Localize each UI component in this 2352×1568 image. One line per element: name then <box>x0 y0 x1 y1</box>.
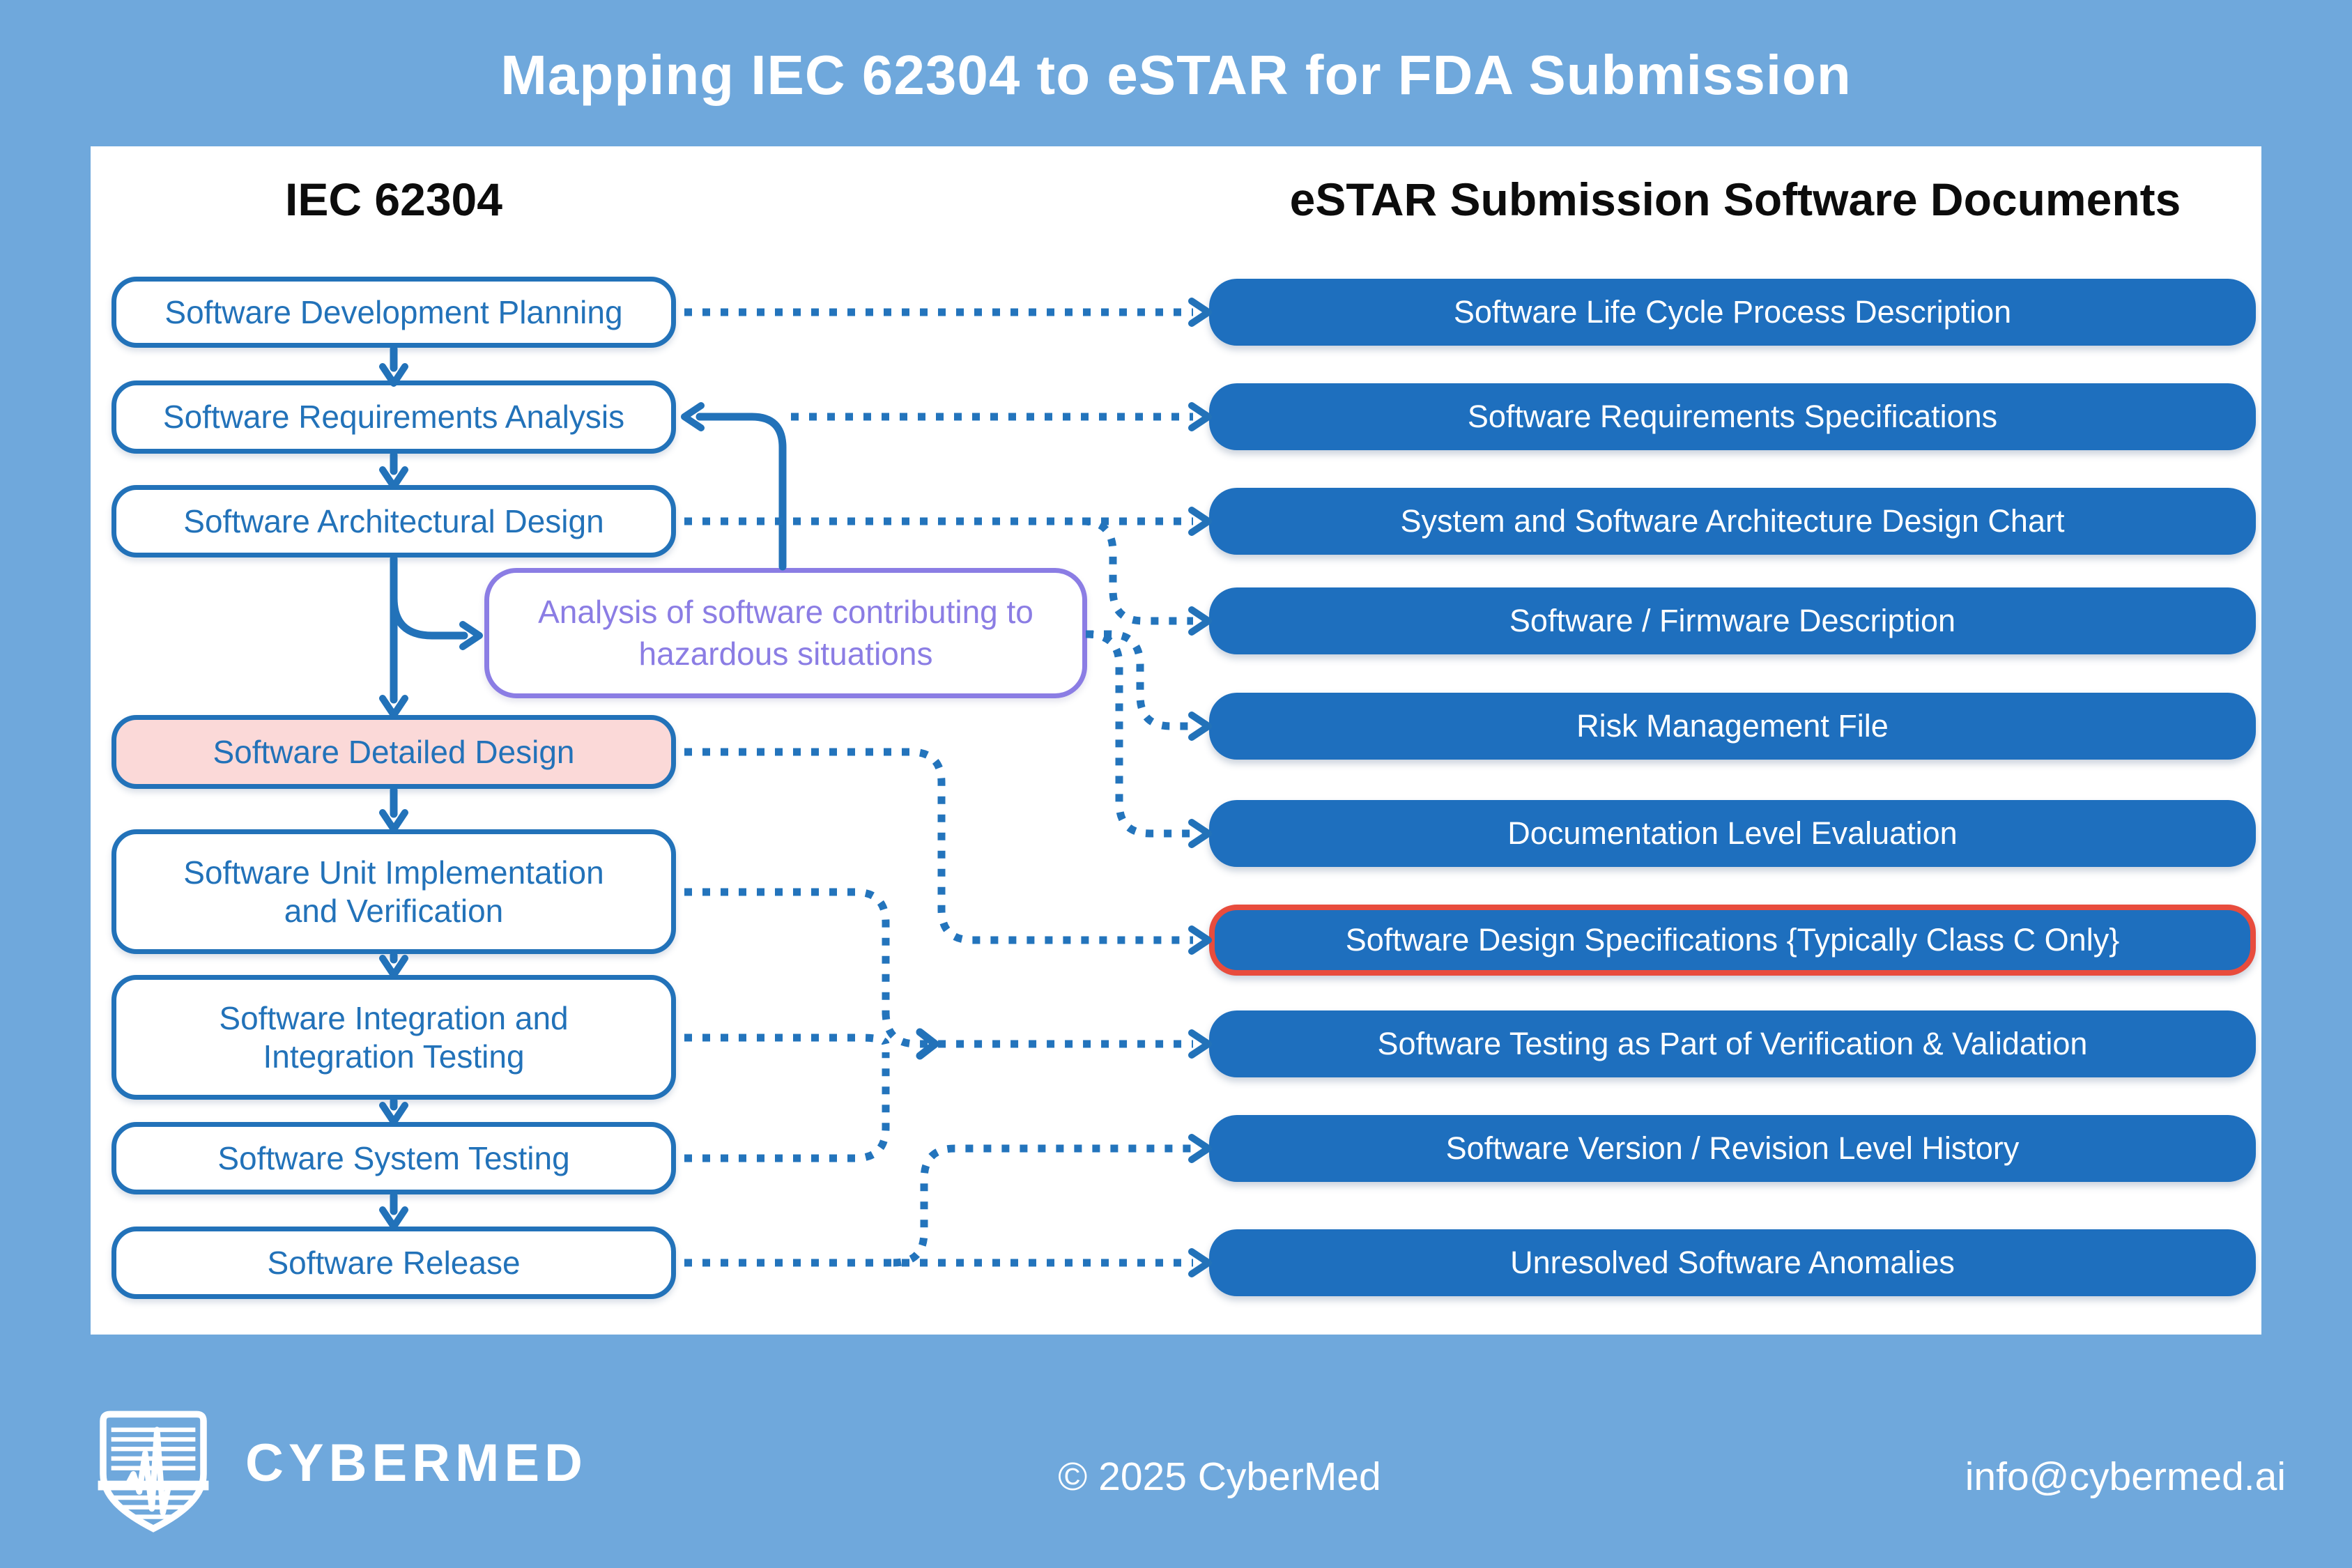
flow-box-label: Software Integration and Integration Tes… <box>219 1000 569 1075</box>
flow-box-software-architectural-design: Software Architectural Design <box>112 485 676 558</box>
flow-box-hazard-analysis: Analysis of software contributing to haz… <box>484 568 1087 698</box>
doc-box-label: Software Life Cycle Process Description <box>1453 294 2012 330</box>
flow-box-label: Analysis of software contributing to haz… <box>538 593 1033 672</box>
page-title: Mapping IEC 62304 to eSTAR for FDA Submi… <box>500 44 1852 106</box>
doc-box-label: Software / Firmware Description <box>1509 603 1956 638</box>
flow-box-label: Software System Testing <box>217 1139 570 1176</box>
doc-box-label: Risk Management File <box>1576 708 1889 744</box>
doc-box-unresolved-software-anomalies: Unresolved Software Anomalies <box>1209 1229 2256 1296</box>
flow-box-label: Software Development Planning <box>164 293 623 330</box>
shield-ekg-icon <box>98 1411 209 1532</box>
doc-box-documentation-level-evaluation: Documentation Level Evaluation <box>1209 800 2256 867</box>
doc-box-label: Unresolved Software Anomalies <box>1510 1245 1955 1280</box>
flow-box-label: Software Requirements Analysis <box>162 399 625 436</box>
flow-box-label: Software Architectural Design <box>183 502 604 539</box>
flow-box-software-development-planning: Software Development Planning <box>112 277 676 348</box>
left-column-header: IEC 62304 <box>285 174 502 225</box>
doc-box-version-revision-history: Software Version / Revision Level Histor… <box>1209 1115 2256 1182</box>
contact-email: info@cybermed.ai <box>1965 1454 2286 1499</box>
doc-box-label: Software Version / Revision Level Histor… <box>1445 1130 2020 1166</box>
flow-box-software-integration-testing: Software Integration and Integration Tes… <box>112 975 676 1100</box>
brand-wordmark: CYBERMED <box>245 1434 587 1493</box>
doc-box-software-design-specifications: Software Design Specifications {Typicall… <box>1209 905 2256 976</box>
flow-box-software-unit-implementation: Software Unit Implementation and Verific… <box>112 829 676 954</box>
flow-box-software-detailed-design: Software Detailed Design <box>112 715 676 789</box>
doc-box-software-firmware-description: Software / Firmware Description <box>1209 587 2256 654</box>
doc-box-requirements-specifications: Software Requirements Specifications <box>1209 383 2256 450</box>
doc-box-software-testing-v-and-v: Software Testing as Part of Verification… <box>1209 1010 2256 1077</box>
doc-box-risk-management-file: Risk Management File <box>1209 693 2256 760</box>
doc-box-life-cycle-process-description: Software Life Cycle Process Description <box>1209 279 2256 346</box>
doc-box-label: System and Software Architecture Design … <box>1400 503 2065 539</box>
right-column-header: eSTAR Submission Software Documents <box>1289 174 2181 225</box>
doc-box-label: Software Requirements Specifications <box>1467 399 1998 434</box>
flow-box-software-system-testing: Software System Testing <box>112 1122 676 1194</box>
doc-box-architecture-design-chart: System and Software Architecture Design … <box>1209 488 2256 555</box>
copyright-text: © 2025 CyberMed <box>1058 1454 1381 1499</box>
flow-box-label: Software Release <box>267 1244 521 1281</box>
flow-box-label: Software Unit Implementation and Verific… <box>183 854 604 929</box>
flow-box-label: Software Detailed Design <box>213 733 575 770</box>
flow-box-software-requirements-analysis: Software Requirements Analysis <box>112 381 676 454</box>
flow-box-software-release: Software Release <box>112 1227 676 1299</box>
doc-box-label: Software Testing as Part of Verification… <box>1377 1026 2088 1061</box>
doc-box-label: Software Design Specifications {Typicall… <box>1345 922 2120 958</box>
doc-box-label: Documentation Level Evaluation <box>1507 815 1958 851</box>
